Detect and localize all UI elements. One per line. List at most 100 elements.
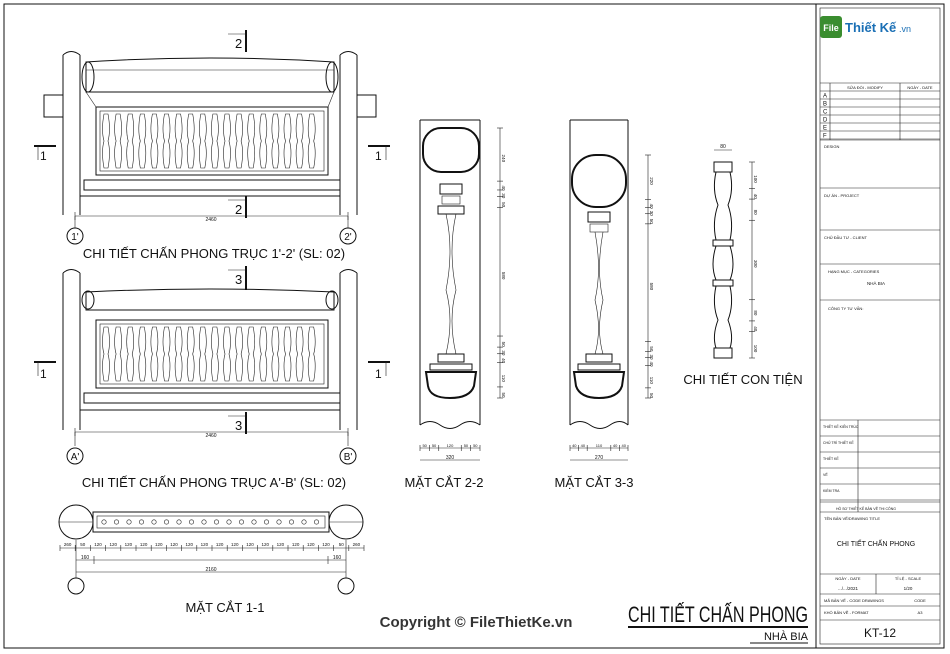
stage-label: HỒ SƠ THIẾT KẾ BẢN VẼ THI CÔNG <box>836 506 896 511</box>
dim-label: 40 <box>501 186 506 192</box>
dim-label: 240 <box>501 155 506 163</box>
baluster <box>114 113 122 169</box>
dim-label: 110 <box>649 377 654 385</box>
cut-mark-1: 1 <box>40 149 47 163</box>
plan-title: MẶT CẮT 1-1 <box>186 600 265 615</box>
dim-label: 120 <box>292 542 300 547</box>
dim-label: 120 <box>216 542 224 547</box>
dim-label: 120 <box>170 542 178 547</box>
dim-label: 120 <box>201 542 209 547</box>
dim-label: 110 <box>596 443 603 448</box>
role-label: VẼ <box>823 472 828 477</box>
dim-label: 50 <box>422 443 427 448</box>
baluster <box>283 326 292 382</box>
baluster <box>223 113 231 169</box>
baluster <box>174 113 183 169</box>
baluster <box>150 326 159 382</box>
dim-label: 120 <box>94 542 102 547</box>
role-label: CHỦ TRÌ THIẾT KẾ <box>823 440 854 445</box>
baluster <box>307 326 316 382</box>
baluster <box>186 113 195 169</box>
dim-label: 50 <box>649 346 654 352</box>
role-label: THIẾT KẾ KIẾN TRÚC <box>823 424 859 429</box>
dim-label: 40 <box>621 443 626 448</box>
dim-label: 30 <box>501 350 506 356</box>
format-label: KHỔ BẢN VẼ - FORMAT <box>824 610 869 615</box>
dim-label: 50 <box>473 443 478 448</box>
dim-label: 80 <box>753 310 758 316</box>
dim-label: 50 <box>649 219 654 225</box>
axis-bubble <box>337 577 355 595</box>
copyright-watermark: Copyright © FileThietKe.vn <box>380 614 573 631</box>
baluster <box>211 326 219 382</box>
dim-label: 120 <box>307 542 315 547</box>
sub-title: NHÀ BIA <box>764 630 809 643</box>
balusters-top <box>102 113 316 169</box>
baluster-dot <box>288 519 294 525</box>
baluster <box>174 326 183 382</box>
baluster <box>199 113 207 169</box>
baluster-dot <box>226 519 232 525</box>
cut-mark-2: 2 <box>235 36 242 51</box>
axis-bubble <box>66 447 84 465</box>
baluster <box>102 113 110 169</box>
baluster <box>114 326 122 382</box>
baluster <box>186 326 195 382</box>
baluster-dot <box>151 519 157 525</box>
baluster-dot <box>126 519 132 525</box>
baluster-dot <box>263 519 269 525</box>
revision-header: SỬA ĐỔI - MODIFY <box>847 85 883 90</box>
axis-bubble <box>66 227 84 245</box>
dim-label: 50 <box>649 393 654 399</box>
dim-label: 2160 <box>205 567 216 573</box>
dim-label: 40 <box>649 204 654 210</box>
drawing-title-label: TÊN BẢN VẼ/DRAWING TITLE <box>824 516 880 521</box>
axis-label: A' <box>71 452 80 463</box>
dim-label: 50 <box>432 443 437 448</box>
baluster <box>211 113 219 169</box>
baluster <box>259 326 268 382</box>
baluster <box>247 326 255 382</box>
sheet-border <box>3 3 945 649</box>
axis-bubble <box>67 577 85 595</box>
dim-label: 30 <box>649 211 654 217</box>
section-3-3-title: MẶT CẮT 3-3 <box>555 475 634 490</box>
baluster <box>259 113 268 169</box>
baluster <box>126 113 134 169</box>
dim-label: 100 <box>753 175 758 183</box>
dim-label: 110 <box>501 375 506 383</box>
baluster-dot <box>276 519 282 525</box>
dim-label: 320 <box>446 455 455 461</box>
baluster <box>235 326 243 382</box>
axis-bubble <box>339 227 357 245</box>
dim-label: 50 <box>501 202 506 208</box>
revision-row-label: C <box>823 110 828 116</box>
dim-label: 120 <box>261 542 269 547</box>
dim-label: 30 <box>501 193 506 199</box>
logo-icon <box>820 16 842 38</box>
baluster-dot <box>214 519 220 525</box>
baluster <box>126 326 134 382</box>
elevation-bottom-title: CHI TIẾT CHẤN PHONG TRỤC A'-B' (SL: 02) <box>82 475 346 490</box>
cut-mark-1: 1 <box>375 149 382 163</box>
scale-value: 1/20 <box>904 586 913 591</box>
code-label: MÃ BẢN VẼ - CODE DRAWINGS <box>824 598 884 603</box>
dim-label: 40 <box>581 443 586 448</box>
baluster <box>271 326 280 382</box>
baluster <box>138 113 147 169</box>
baluster <box>247 113 255 169</box>
category-value: NHÀ BIA <box>867 280 885 286</box>
section-2-2-title: MẶT CẮT 2-2 <box>405 475 484 490</box>
plan-balusters <box>101 519 319 525</box>
axis-bubble <box>339 447 357 465</box>
baluster-dot <box>251 519 257 525</box>
logo-icon-text: File <box>823 23 839 33</box>
dim-label: 260 <box>64 542 72 547</box>
main-title: CHI TIẾT CHẤN PHONG <box>628 602 808 627</box>
dim-label: 40 <box>501 358 506 364</box>
dim-label: 40 <box>753 326 758 332</box>
